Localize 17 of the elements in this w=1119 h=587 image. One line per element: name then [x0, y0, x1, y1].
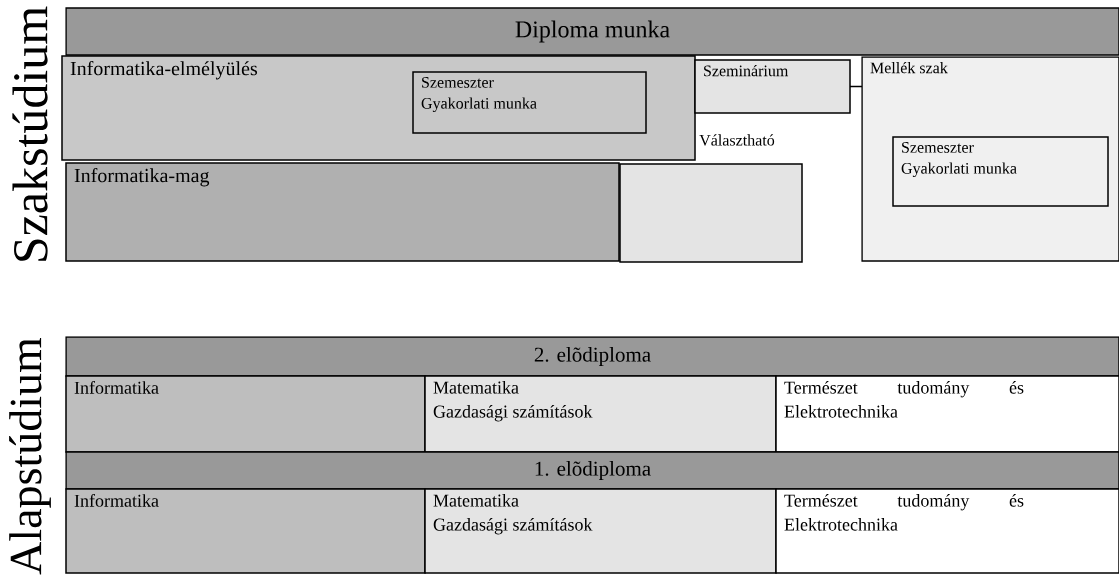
module-box: Informatika-mag — [65, 162, 620, 262]
module-box: Szemeszter Gyakorlati munka — [892, 136, 1109, 207]
header-bar: 2. elõdiploma — [65, 336, 1119, 377]
header-bar: 1. elõdiploma — [65, 451, 1119, 490]
subject-cell: Természet tudomány és Elektrotechnika — [775, 375, 1119, 453]
subject-cell: Matematika Gazdasági számítások — [424, 488, 777, 574]
connector-line — [849, 85, 863, 88]
module-box: Szeminárium — [694, 59, 851, 114]
module-box: Szemeszter Gyakorlati munka — [412, 71, 647, 134]
subject-cell: Informatika — [65, 488, 426, 574]
subject-cell: Természet tudomány és Elektrotechnika — [775, 488, 1119, 574]
text-label: Választható — [699, 134, 775, 146]
subject-cell: Matematika Gazdasági számítások — [424, 375, 777, 453]
header-bar: Diploma munka — [65, 7, 1119, 56]
subject-cell: Informatika — [65, 375, 426, 453]
side-label: Alapstúdium — [9, 337, 51, 575]
side-label: Szakstúdium — [12, 6, 48, 261]
